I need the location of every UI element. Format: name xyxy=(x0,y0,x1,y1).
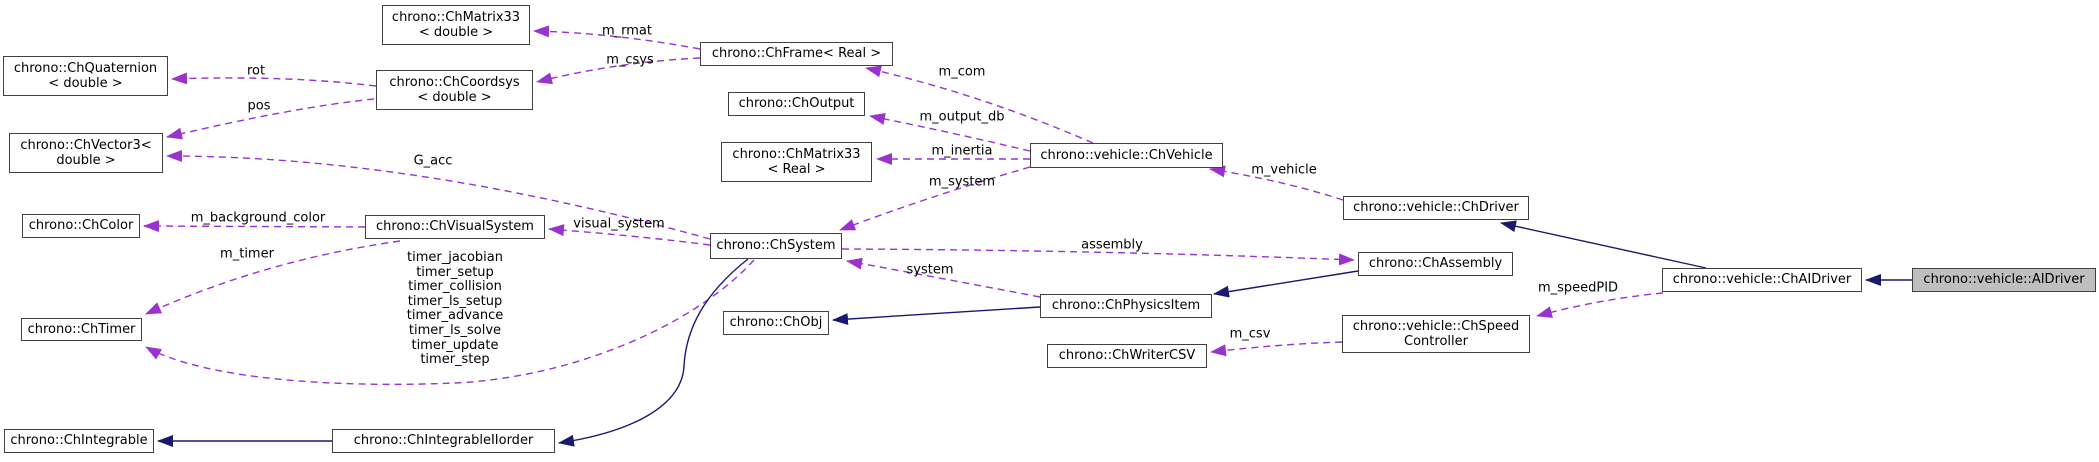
edge-inherit-chphysicsitem-chobj xyxy=(832,306,1041,326)
edge-label-timer-ls-solve: timer_ls_solve xyxy=(408,322,502,338)
edge-label-m-csys: m_csys xyxy=(606,52,654,68)
node-label: chrono::ChOutput xyxy=(738,96,855,112)
edge-label-assembly: assembly xyxy=(1081,237,1143,253)
edge-label-m-speedpid: m_speedPID xyxy=(1537,280,1619,296)
node-label: chrono::ChIntegrable xyxy=(10,433,148,449)
edge-label-timer-jacobian: timer_jacobian xyxy=(407,250,503,265)
node-label: chrono::ChIntegrableIIorder xyxy=(353,433,534,449)
edge-g-acc xyxy=(166,150,711,240)
node-label: chrono::ChObj xyxy=(729,315,823,331)
edge-m-background-color xyxy=(143,220,366,233)
edge-label-m-output-db: m_output_db xyxy=(919,109,1005,125)
node-chrono-chsystem[interactable]: chrono::ChSystem xyxy=(710,233,842,259)
node-chrono-chvector3[interactable]: chrono::ChVector3< double > xyxy=(9,133,163,173)
edge-label-m-inertia: m_inertia xyxy=(931,143,993,159)
node-label-line1: chrono::vehicle::ChSpeed xyxy=(1352,318,1520,334)
node-chrono-chmatrix33-real[interactable]: chrono::ChMatrix33 < Real > xyxy=(721,142,872,182)
node-chrono-vehicle-chvehicle[interactable]: chrono::vehicle::ChVehicle xyxy=(1030,143,1223,168)
edge-assembly xyxy=(841,248,1355,266)
node-label: chrono::vehicle::ChVehicle xyxy=(1040,147,1213,163)
edge-rot xyxy=(171,72,377,87)
node-chrono-vehicle-chaidriver[interactable]: chrono::vehicle::ChAIDriver xyxy=(1662,268,1862,292)
edge-label-m-rmat: m_rmat xyxy=(601,23,653,39)
edge-m-output-db xyxy=(869,113,1031,152)
edge-inherit-chaidriver-chdriver xyxy=(1500,220,1707,269)
node-label-line2: double > xyxy=(56,153,116,168)
node-chrono-vehicle-aidriver-current: chrono::vehicle::AIDriver xyxy=(1912,268,2096,292)
edge-m-vehicle xyxy=(1209,165,1344,201)
node-label-line1: chrono::ChCoordsys xyxy=(389,74,520,90)
node-chrono-chcoordsys[interactable]: chrono::ChCoordsys < double > xyxy=(376,70,533,110)
edge-label-timer-ls-setup: timer_ls_setup xyxy=(407,293,503,309)
node-chrono-chwritercsv[interactable]: chrono::ChWriterCSV xyxy=(1047,344,1207,368)
edge-label-timer-update: timer_update xyxy=(411,337,499,353)
node-label: chrono::ChTimer xyxy=(27,321,136,337)
node-label: chrono::vehicle::ChAIDriver xyxy=(1672,272,1852,288)
edge-label-visual-system: visual_system xyxy=(573,216,665,232)
node-chrono-chframe-real[interactable]: chrono::ChFrame< Real > xyxy=(700,42,893,66)
edge-m-system xyxy=(839,166,1031,231)
node-chrono-chassembly[interactable]: chrono::ChAssembly xyxy=(1358,252,1513,276)
edge-label-m-system: m_system xyxy=(928,174,996,190)
edge-system xyxy=(846,257,1041,298)
edge-m-csys xyxy=(536,57,701,85)
node-chrono-vehicle-chdriver[interactable]: chrono::vehicle::ChDriver xyxy=(1343,196,1529,220)
edge-label-m-csv: m_csv xyxy=(1229,326,1271,342)
edge-label-timer-collision: timer_collision xyxy=(408,279,502,295)
edge-m-timer xyxy=(145,240,401,315)
node-label: chrono::ChWriterCSV xyxy=(1058,348,1196,364)
edge-m-speedpid xyxy=(1536,292,1664,318)
node-chrono-chtimer[interactable]: chrono::ChTimer xyxy=(21,318,142,341)
node-label: chrono::vehicle::ChDriver xyxy=(1353,200,1519,216)
node-label: chrono::ChPhysicsItem xyxy=(1051,298,1201,314)
node-chrono-choutput[interactable]: chrono::ChOutput xyxy=(728,92,865,116)
edge-timer-members xyxy=(145,259,755,386)
node-chrono-chquaternion[interactable]: chrono::ChQuaternion < double > xyxy=(3,56,168,96)
edge-m-com xyxy=(865,65,1094,144)
node-label-line2: < double > xyxy=(417,90,492,105)
node-chrono-chcolor[interactable]: chrono::ChColor xyxy=(22,214,140,238)
edge-label-pos: pos xyxy=(247,98,271,114)
edge-label-timer-setup: timer_setup xyxy=(416,264,494,280)
node-chrono-chobj[interactable]: chrono::ChObj xyxy=(723,311,829,335)
node-chrono-chintegrableiiorder[interactable]: chrono::ChIntegrableIIorder xyxy=(332,429,555,453)
node-label: chrono::ChFrame< Real > xyxy=(711,46,882,62)
edge-label-rot: rot xyxy=(246,63,266,79)
edge-visual-system xyxy=(548,224,711,246)
node-label: chrono::ChColor xyxy=(28,218,134,234)
edge-inherit-chassembly-chphysicsitem xyxy=(1213,270,1359,298)
node-chrono-chvisualsystem[interactable]: chrono::ChVisualSystem xyxy=(365,215,545,239)
edge-label-system: system xyxy=(906,262,954,278)
node-label-line1: chrono::ChMatrix33 xyxy=(391,9,521,25)
node-label: chrono::ChVisualSystem xyxy=(376,219,534,235)
edge-label-timer-advance: timer_advance xyxy=(406,308,504,324)
edge-label-m-vehicle: m_vehicle xyxy=(1251,162,1317,178)
node-label-line1: chrono::ChQuaternion xyxy=(13,60,158,76)
node-label-line1: chrono::ChMatrix33 xyxy=(732,146,861,162)
edge-m-rmat xyxy=(533,25,701,50)
edge-m-csv xyxy=(1210,341,1343,357)
edge-label-g-acc: G_acc xyxy=(413,153,453,169)
node-label-line2: < double > xyxy=(418,25,494,40)
node-chrono-chmatrix33-double[interactable]: chrono::ChMatrix33 < double > xyxy=(382,5,530,45)
node-label: chrono::ChSystem xyxy=(716,238,836,254)
edge-inherit-chsystem-chintegrableiiorder xyxy=(558,258,749,447)
node-chrono-chintegrable[interactable]: chrono::ChIntegrable xyxy=(4,429,154,453)
node-label-line2: < Real > xyxy=(767,162,826,177)
edge-label-timer-step: timer_step xyxy=(420,352,490,368)
edge-label-timer-members: timer_jacobian timer_setup timer_collisi… xyxy=(406,250,504,368)
node-chrono-chphysicsitem[interactable]: chrono::ChPhysicsItem xyxy=(1040,294,1212,318)
node-label-line2: < double > xyxy=(48,76,123,91)
edge-label-m-timer: m_timer xyxy=(220,246,274,262)
edge-label-m-com: m_com xyxy=(938,64,986,80)
node-label: chrono::ChAssembly xyxy=(1368,256,1503,272)
node-label-line2: Controller xyxy=(1404,334,1468,349)
edge-label-m-background-color: m_background_color xyxy=(190,210,326,226)
node-label-line1: chrono::ChVector3< xyxy=(20,137,152,153)
node-chrono-vehicle-chspeedcontroller[interactable]: chrono::vehicle::ChSpeed Controller xyxy=(1342,315,1530,353)
node-label: chrono::vehicle::AIDriver xyxy=(1923,272,2085,288)
